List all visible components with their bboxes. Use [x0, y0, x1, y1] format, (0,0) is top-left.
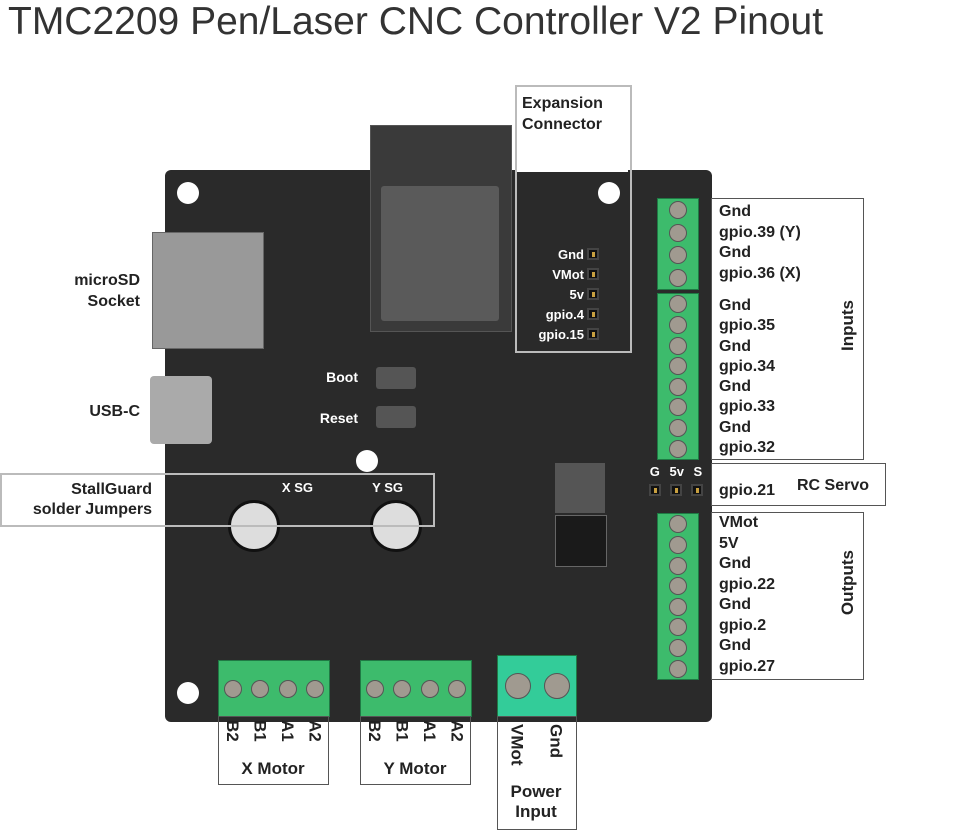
pin-label: gpio.4 [545, 306, 584, 322]
inputs-pins-top: Gnd gpio.39 (Y) Gnd gpio.36 (X) [719, 202, 801, 284]
stallguard-label-line: solder Jumpers [32, 501, 152, 518]
pin-label: B2 [364, 720, 384, 742]
esp32-module [370, 125, 512, 332]
x-motor-label: X Motor [241, 759, 305, 778]
x-motor-terminal [218, 660, 330, 717]
stallguard-label: StallGuard solder Jumpers [4, 480, 152, 520]
pin-label: Gnd [719, 378, 751, 396]
pin-label: A2 [447, 720, 467, 742]
pin-label: A2 [305, 720, 325, 742]
pin-label: gpio.2 [719, 616, 767, 634]
pin-label: B1 [250, 720, 270, 742]
x-motor-box [218, 716, 329, 785]
power-label-line: Power [510, 782, 562, 801]
pin-label: Gnd [719, 203, 751, 221]
servo-pin-label: S [693, 464, 703, 479]
pin-label: gpio.34 [719, 357, 776, 375]
pin-label: Gnd [719, 596, 751, 614]
mounting-hole [356, 450, 378, 472]
expansion-title: Expansion Connector [522, 93, 603, 135]
pin-label: gpio.39 (Y) [719, 223, 801, 241]
page-title: TMC2209 Pen/Laser CNC Controller V2 Pino… [8, 0, 824, 43]
outputs-terminal [657, 513, 699, 680]
x-motor-pins: B2 B1 A1 A2 [218, 720, 328, 742]
pin-label: gpio.36 (X) [719, 264, 801, 282]
pin-label: Gnd [719, 244, 751, 262]
pin-label: B2 [222, 720, 242, 742]
servo-pin-label: 5v [669, 464, 684, 479]
pin-label: gpio.15 [538, 326, 584, 342]
expansion-title-line: Expansion [522, 95, 603, 112]
y-motor-label: Y Motor [383, 759, 447, 778]
pin-label: Gnd [719, 297, 751, 315]
diode [555, 515, 607, 567]
servo-header [645, 484, 707, 496]
pin-label: Gnd [719, 555, 751, 573]
mounting-hole [177, 182, 199, 204]
pin-label: A1 [277, 720, 297, 742]
expansion-title-line: Connector [522, 116, 602, 133]
pin-label: 5V [719, 534, 739, 552]
expansion-pin-labels: Gnd VMot 5v gpio.4 gpio.15 [520, 244, 584, 344]
reset-label: Reset [319, 410, 358, 426]
microsd-socket [152, 232, 264, 349]
mounting-hole [598, 182, 620, 204]
rc-servo-box [711, 463, 886, 506]
power-label-line: Input [515, 802, 557, 821]
usb-c-port [150, 376, 212, 444]
inputs-pins-bottom: Gnd gpio.35 Gnd gpio.34 Gnd gpio.33 Gnd … [719, 296, 775, 458]
inputs-label: Inputs [838, 300, 857, 351]
inputs-terminal-bottom [657, 293, 699, 460]
expansion-header [587, 244, 599, 344]
pin-label: gpio.35 [719, 317, 776, 335]
pin-label: gpio.22 [719, 575, 776, 593]
power-pins: VMot Gnd [497, 724, 575, 766]
pin-label: A1 [419, 720, 439, 742]
usb-c-label: USB-C [89, 403, 140, 420]
boot-button[interactable] [376, 367, 416, 389]
rc-servo-label: RC Servo [797, 477, 870, 494]
pin-label: VMot [719, 514, 759, 532]
power-terminal [497, 655, 577, 717]
pin-label: Gnd [558, 246, 584, 262]
y-motor-box [360, 716, 471, 785]
pin-label: VMot [507, 724, 527, 766]
pin-label: VMot [552, 266, 584, 282]
inputs-box [711, 198, 864, 460]
stallguard-box [0, 473, 435, 527]
expansion-connector-box [515, 85, 632, 353]
microsd-label-line: Socket [87, 293, 140, 310]
pin-label: Gnd [546, 724, 566, 758]
pin-label: Gnd [719, 637, 751, 655]
power-input-label: Power Input [497, 782, 575, 822]
stallguard-label-line: StallGuard [71, 481, 152, 498]
mounting-hole [177, 682, 199, 704]
pin-label: gpio.27 [719, 657, 776, 675]
servo-header-labels: G 5v S [645, 464, 707, 479]
pin-label: gpio.32 [719, 438, 776, 456]
x-sg-label: X SG [281, 480, 313, 495]
pin-label: Gnd [719, 418, 751, 436]
boot-label: Boot [326, 369, 358, 385]
y-motor-pins: B2 B1 A1 A2 [360, 720, 470, 742]
inductor [555, 463, 605, 513]
reset-button[interactable] [376, 406, 416, 428]
pin-label: gpio.33 [719, 398, 776, 416]
outputs-label: Outputs [838, 550, 857, 616]
servo-pin-label: G [649, 464, 660, 479]
y-sg-label: Y SG [372, 480, 403, 495]
pin-label: Gnd [719, 337, 751, 355]
microsd-label-line: microSD [74, 272, 140, 289]
pin-label: 5v [569, 286, 584, 302]
pin-label: B1 [392, 720, 412, 742]
outputs-box [711, 512, 864, 680]
inputs-terminal-top [657, 198, 699, 290]
y-motor-terminal [360, 660, 472, 717]
servo-pin: gpio.21 [719, 482, 776, 499]
microsd-label: microSD Socket [60, 270, 140, 312]
outputs-pins: VMot 5V Gnd gpio.22 Gnd gpio.2 Gnd gpio.… [719, 513, 775, 677]
